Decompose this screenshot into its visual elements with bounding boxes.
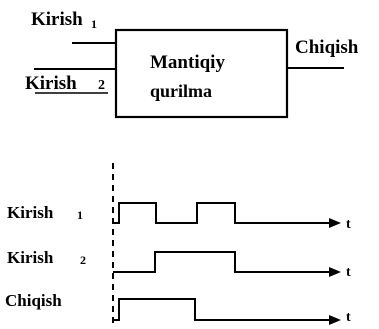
timing-row1-axis: t [346,217,351,232]
timing-row1-arrowhead [329,218,341,228]
logic-device-box [114,28,289,119]
timing-row2-label: Kirish [7,248,54,267]
timing-row2-waveform [113,251,330,273]
timing-row2-axis: t [346,265,351,280]
input1-label: Kirish [31,9,83,30]
timing-row2-index: 2 [80,253,86,267]
timing-row2-arrowhead [329,267,341,277]
timing-row1-index: 1 [77,208,83,222]
timing-row3-arrowhead [329,315,341,325]
timing-row3-label: Chiqish [5,291,62,310]
timing-row1-waveform [113,202,330,224]
input2-index: 2 [98,78,105,93]
timing-row3-axis: t [346,310,351,325]
timing-row3-waveform [113,298,330,321]
output-label: Chiqish [295,37,359,58]
input2-label: Kirish [25,73,77,94]
timing-row1-label: Kirish [7,203,54,222]
box-label-line1: Mantiqiy [150,52,225,73]
input1-index: 1 [91,17,97,31]
box-label-line2: qurilma [150,81,212,101]
